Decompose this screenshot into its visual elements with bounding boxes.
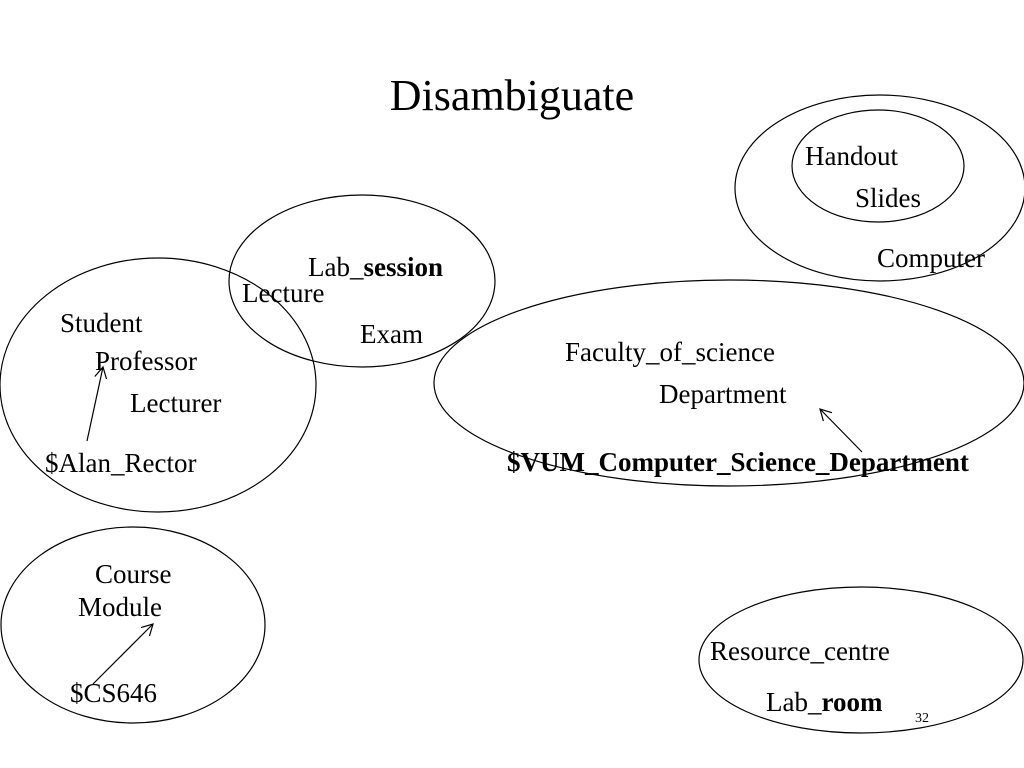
vum-to-department-arrow bbox=[819, 408, 863, 453]
slide-title: Disambiguate bbox=[389, 71, 635, 120]
label-department: Department bbox=[659, 379, 787, 409]
label-vum-department: $VUM_Computer_Science_Department bbox=[507, 447, 969, 477]
label-lab-room: Lab_room bbox=[766, 686, 882, 718]
resource-ellipse bbox=[698, 586, 1024, 734]
label-resource-centre: Resource_centre bbox=[710, 636, 890, 666]
cs646-to-module-arrow bbox=[92, 623, 154, 685]
lab-room-suffix: room bbox=[821, 687, 883, 717]
label-lecture: Lecture bbox=[242, 278, 325, 308]
label-lab-session: Lab_session bbox=[308, 251, 443, 283]
activity-ellipse bbox=[228, 194, 496, 368]
materials-outer-ellipse bbox=[734, 94, 1024, 282]
label-slides: Slides bbox=[855, 183, 922, 213]
label-professor: Professor bbox=[95, 346, 197, 376]
organisation-ellipse bbox=[433, 279, 1024, 487]
label-exam: Exam bbox=[360, 319, 423, 349]
label-student: Student bbox=[60, 308, 143, 338]
alan-to-professor-arrow bbox=[86, 365, 108, 442]
handout-inner-ellipse bbox=[791, 109, 965, 223]
lab-room-prefix: Lab_ bbox=[766, 687, 822, 717]
label-course: Course bbox=[95, 559, 172, 589]
label-alan-rector: $Alan_Rector bbox=[45, 448, 197, 478]
label-computer: Computer bbox=[877, 243, 985, 273]
label-module: Module bbox=[78, 592, 162, 622]
label-handout: Handout bbox=[805, 141, 898, 171]
page-number: 32 bbox=[915, 711, 929, 726]
label-cs646: $CS646 bbox=[70, 678, 158, 708]
lab-session-suffix: session bbox=[363, 252, 444, 282]
people-ellipse bbox=[0, 257, 317, 513]
course-ellipse bbox=[0, 526, 266, 724]
label-faculty-of-science: Faculty_of_science bbox=[565, 337, 775, 367]
label-lecturer: Lecturer bbox=[130, 388, 222, 418]
lab-session-prefix: Lab_ bbox=[308, 252, 364, 282]
